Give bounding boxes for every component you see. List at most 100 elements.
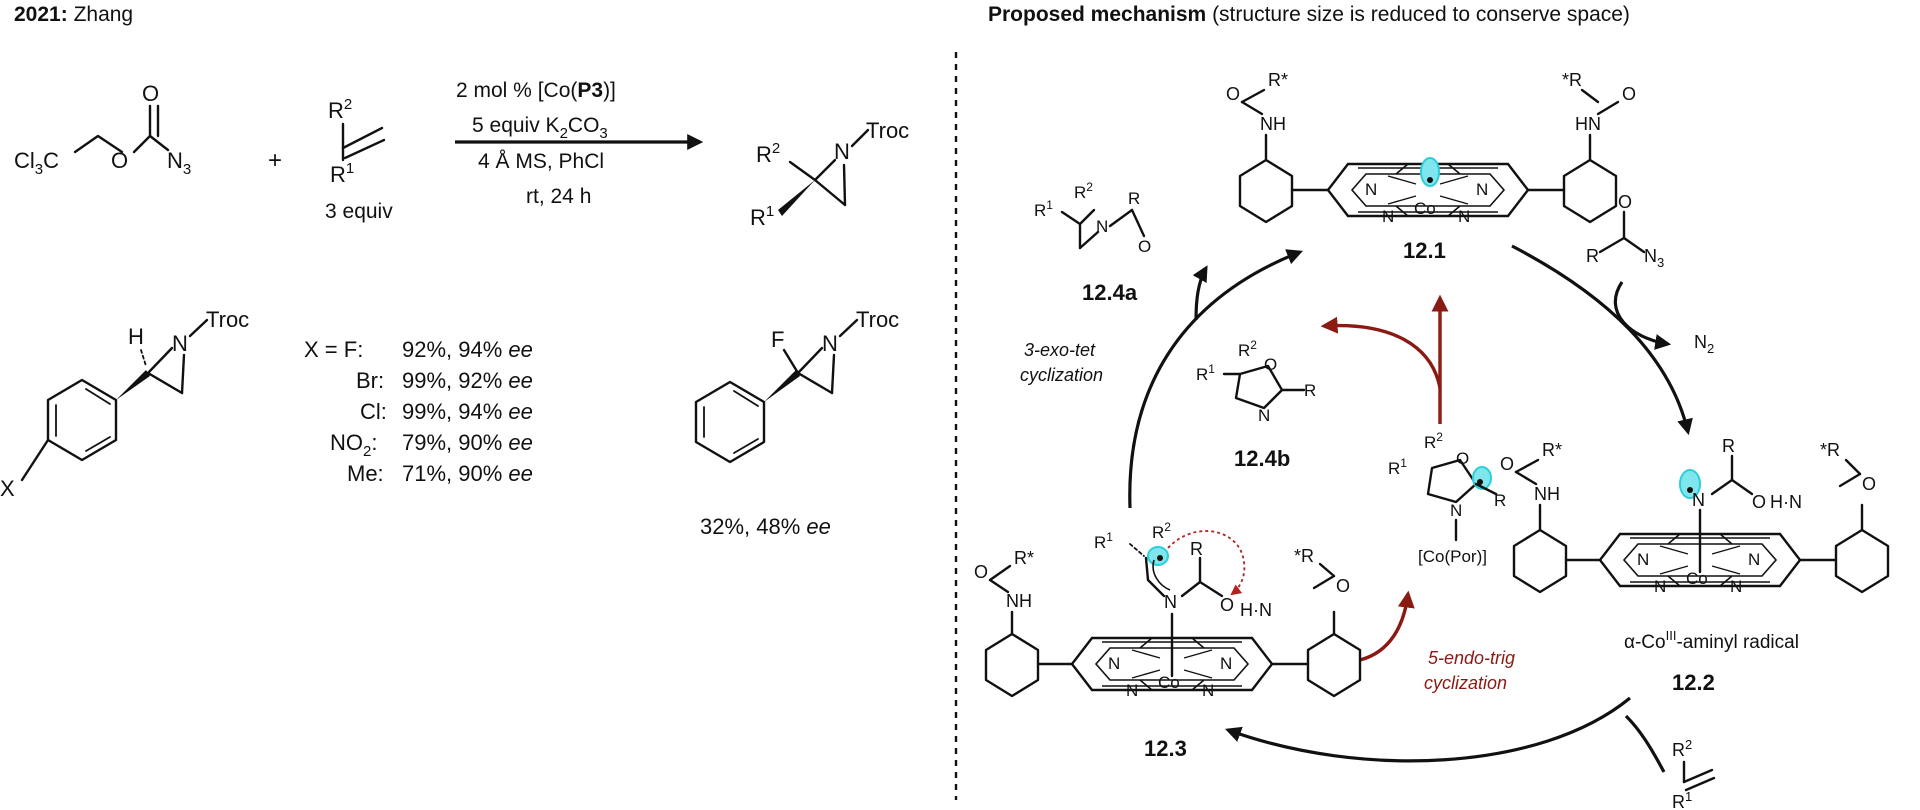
svg-text:O: O xyxy=(1752,492,1766,512)
alkene-substrate: R2 R1 3 equiv xyxy=(325,96,393,223)
svg-text:12.4a: 12.4a xyxy=(1082,280,1138,305)
fluoro-aziridine-product: F N Troc 32%, 48% ee xyxy=(694,307,899,539)
cycle-arrow-to-12-3 xyxy=(1224,696,1632,763)
svg-text:N: N xyxy=(1108,654,1120,673)
svg-text:R2: R2 xyxy=(1238,338,1257,360)
svg-text:R1: R1 xyxy=(1388,456,1407,478)
svg-text:N: N xyxy=(1450,501,1462,520)
svg-text:Troc: Troc xyxy=(206,307,249,332)
svg-text:O: O xyxy=(1336,576,1350,596)
plus-sign: + xyxy=(268,147,282,174)
svg-text:NH: NH xyxy=(1534,484,1560,504)
right-heading: Proposed mechanism (structure size is re… xyxy=(988,3,1630,26)
svg-text:N: N xyxy=(1126,681,1138,700)
svg-text:O: O xyxy=(1138,237,1151,256)
reaction-conditions: 2 mol % [Co(P3)] 5 equiv K2CO3 4 Å MS, P… xyxy=(455,79,704,208)
svg-text:O: O xyxy=(1220,595,1234,615)
svg-text:N: N xyxy=(1637,550,1649,569)
svg-text:N: N xyxy=(172,331,188,356)
svg-text:O: O xyxy=(974,562,988,582)
svg-text:R: R xyxy=(1304,381,1316,400)
svg-text:2 mol % [Co(P3)]: 2 mol % [Co(P3)] xyxy=(456,79,616,102)
svg-text:4 Å MS, PhCl: 4 Å MS, PhCl xyxy=(478,150,604,173)
svg-text:N: N xyxy=(1730,577,1742,596)
svg-text:3 equiv: 3 equiv xyxy=(325,200,393,223)
svg-text:O: O xyxy=(1456,449,1469,468)
acyl-azide: R O N3 xyxy=(1586,192,1664,270)
svg-text:R: R xyxy=(1494,491,1506,510)
svg-text:R1: R1 xyxy=(750,203,774,230)
alkene-entry-arrow xyxy=(1624,714,1666,773)
svg-text:O: O xyxy=(1862,474,1876,494)
exo-cyclization-label-2: cyclization xyxy=(1020,365,1103,385)
oxazolidine-intermediate: R1 R2 O N R [Co(Por)] xyxy=(1388,430,1506,566)
svg-text:N: N xyxy=(834,139,850,164)
svg-text:32%, 48% ee: 32%, 48% ee xyxy=(700,514,831,539)
svg-text:R1: R1 xyxy=(1034,198,1053,220)
svg-text:F: F xyxy=(771,327,784,352)
svg-text:Co: Co xyxy=(1686,569,1708,588)
svg-text:*R: *R xyxy=(1562,70,1582,90)
svg-text:H·N: H·N xyxy=(1240,600,1272,620)
svg-text:R1: R1 xyxy=(1196,362,1215,384)
svg-text:HN: HN xyxy=(1575,114,1601,134)
svg-text:O: O xyxy=(1618,192,1632,212)
radical-lobe xyxy=(1420,157,1440,187)
svg-text:O: O xyxy=(1622,84,1636,104)
svg-text:R: R xyxy=(1722,436,1735,456)
exo-product-arrow xyxy=(1192,265,1208,321)
svg-text:*R: *R xyxy=(1294,546,1314,566)
svg-text:Troc: Troc xyxy=(856,307,899,332)
svg-text:R2: R2 xyxy=(756,140,780,167)
svg-text:O: O xyxy=(1500,454,1514,474)
svg-text:α-CoIII-aminyl radical: α-CoIII-aminyl radical xyxy=(1624,628,1799,653)
svg-text:12.4b: 12.4b xyxy=(1234,446,1290,471)
yield-row-no2: NO2:79%, 90% ee xyxy=(330,430,533,460)
endo-cyclization-label-2: cyclization xyxy=(1424,673,1507,693)
svg-text:Cl3C: Cl3C xyxy=(14,148,59,178)
svg-text:[Co(Por)]: [Co(Por)] xyxy=(1418,547,1487,566)
svg-text:12.2: 12.2 xyxy=(1672,670,1715,695)
complex-12-3: N N N N Co N R1 R2 R O H·N NH O R* xyxy=(974,520,1362,761)
yield-row-f: X = F:92%, 94% ee xyxy=(304,337,533,362)
exo-cyclization-label-1: 3-exo-tet xyxy=(1024,340,1096,360)
complex-12-2: N N N N Co N R O H·N NH O R* O *R α-CoII… xyxy=(1500,436,1890,695)
svg-text:O: O xyxy=(1226,84,1240,104)
svg-text:R2: R2 xyxy=(1074,180,1093,202)
product-12-4b: R1 R2 O N R 12.4b xyxy=(1196,338,1316,471)
svg-text:R1: R1 xyxy=(1094,530,1113,552)
svg-text:N: N xyxy=(1365,180,1377,199)
cycle-arrow-to-12-1 xyxy=(1128,249,1303,509)
svg-text:N: N xyxy=(1202,681,1214,700)
svg-text:O: O xyxy=(111,148,128,173)
svg-text:O: O xyxy=(1264,355,1277,374)
cycle-arrow-to-12-2 xyxy=(1511,244,1693,436)
red-arrow-to-12-4b xyxy=(1320,316,1442,389)
alkene-reagent: R2 R1 xyxy=(1672,737,1716,810)
svg-text:R1: R1 xyxy=(330,160,354,187)
svg-text:R: R xyxy=(1128,189,1140,208)
product-12-4a: R1 R2 N R O 12.4a xyxy=(1034,180,1151,305)
svg-text:Co: Co xyxy=(1158,673,1180,692)
svg-text:R*: R* xyxy=(1268,70,1288,90)
svg-text:N: N xyxy=(1220,654,1232,673)
svg-text:R2: R2 xyxy=(1672,737,1692,760)
aziridine-product: R2 R1 N Troc xyxy=(750,118,909,230)
svg-text:NH: NH xyxy=(1260,114,1286,134)
catalytic-cycle-arrows xyxy=(1128,244,1693,773)
yield-row-me: Me:71%, 90% ee xyxy=(347,461,533,486)
svg-text:R*: R* xyxy=(1542,440,1562,460)
svg-text:N: N xyxy=(1748,550,1760,569)
n2-byproduct: N2 xyxy=(1694,332,1714,356)
troc-azide-reagent: Cl3C O O N3 xyxy=(14,81,191,178)
yield-list: X = F:92%, 94% ee Br:99%, 92% ee Cl:99%,… xyxy=(304,337,533,486)
aryl-aziridine-product: N Troc H X xyxy=(0,307,249,501)
svg-text:NH: NH xyxy=(1006,591,1032,611)
svg-text:R2: R2 xyxy=(1152,520,1171,542)
svg-text:R1: R1 xyxy=(1672,789,1692,810)
svg-text:H: H xyxy=(128,324,144,349)
svg-text:H·N: H·N xyxy=(1770,492,1802,512)
svg-text:*R: *R xyxy=(1820,440,1840,460)
svg-text:N: N xyxy=(1654,577,1666,596)
svg-text:Co: Co xyxy=(1414,199,1436,218)
